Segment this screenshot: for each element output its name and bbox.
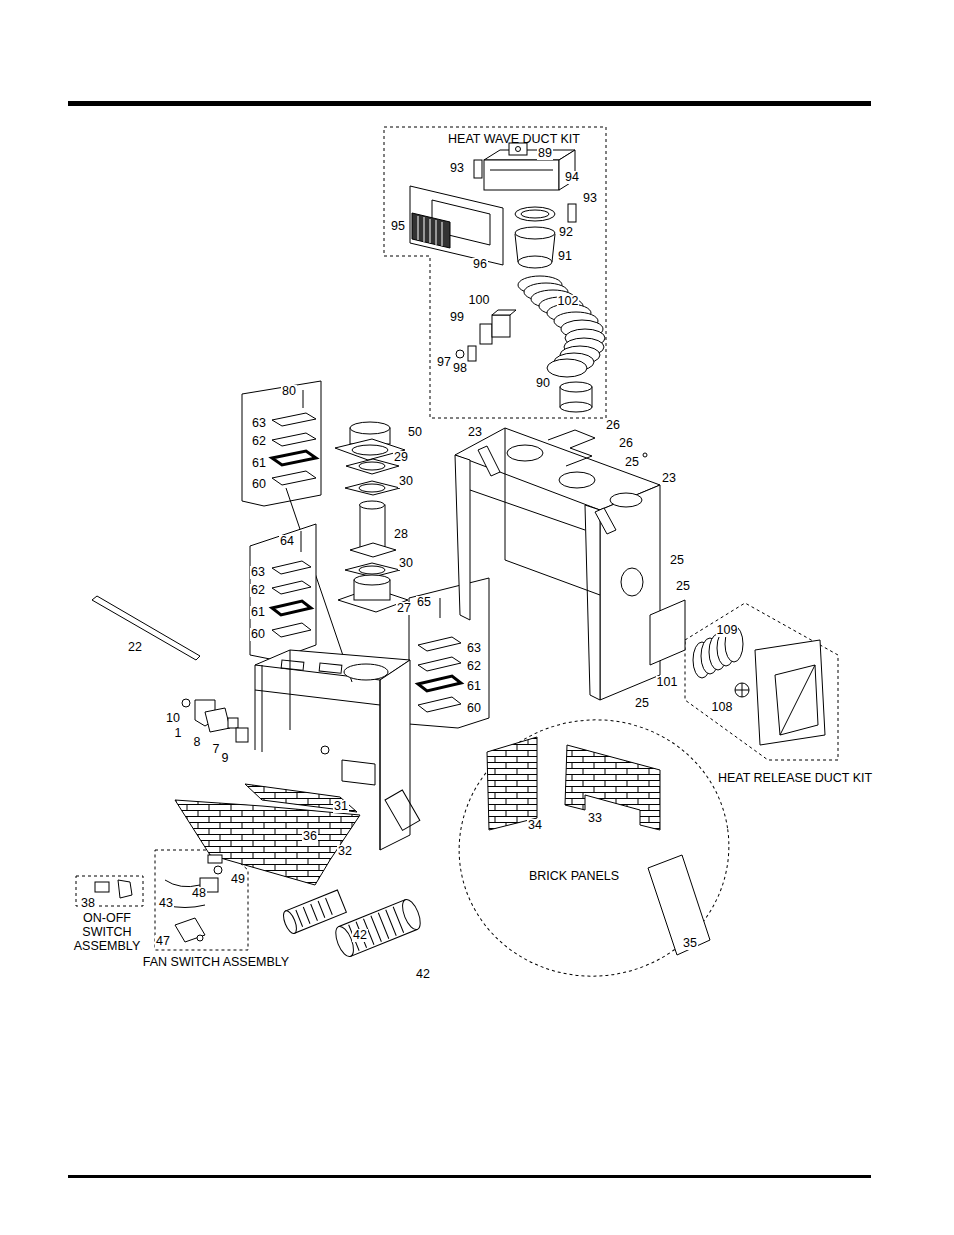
- callout-number: 25: [675, 580, 691, 593]
- callout-number: 23: [661, 472, 677, 485]
- callout-number: 26: [618, 437, 634, 450]
- callout-number: 100: [468, 294, 491, 307]
- callout-number: 48: [191, 887, 207, 900]
- callout-number: 63: [251, 417, 267, 430]
- callout-number: 61: [250, 606, 266, 619]
- callout-number: 98: [452, 362, 468, 375]
- group-heading: HEAT RELEASE DUCT KIT: [705, 771, 885, 785]
- callout-number: 25: [669, 554, 685, 567]
- callout-number: 22: [127, 641, 143, 654]
- callout-number: 64: [279, 535, 295, 548]
- callout-number: 28: [393, 528, 409, 541]
- callout-number: 50: [407, 426, 423, 439]
- callout-number: 60: [250, 628, 266, 641]
- callout-number: 99: [449, 311, 465, 324]
- callout-number: 109: [716, 624, 739, 637]
- callout-number: 43: [158, 897, 174, 910]
- callout-number: 30: [398, 475, 414, 488]
- callout-number: 32: [337, 845, 353, 858]
- callout-number: 36: [302, 830, 318, 843]
- callout-number: 61: [251, 457, 267, 470]
- group-outlines: [76, 127, 838, 994]
- callout-number: 90: [535, 377, 551, 390]
- part-group: HEAT RELEASE DUCT KIT: [685, 600, 870, 790]
- callout-number: 62: [466, 660, 482, 673]
- callout-number: 25: [634, 697, 650, 710]
- callout-number: 62: [251, 435, 267, 448]
- callout-number: 95: [390, 220, 406, 233]
- group-heading: FAN SWITCH ASSEMBLY: [134, 955, 299, 969]
- callout-number: 35: [682, 937, 698, 950]
- callout-number: 1: [174, 727, 183, 740]
- callout-number: 80: [281, 385, 297, 398]
- part-drawings: [92, 143, 825, 959]
- callout-number: 93: [582, 192, 598, 205]
- callout-number: 10: [165, 712, 181, 725]
- part-group: ON-OFF SWITCH ASSEMBLY: [70, 874, 145, 954]
- group-heading: BRICK PANELS: [504, 869, 644, 883]
- callout-number: 47: [155, 935, 171, 948]
- callout-number: 7: [212, 743, 221, 756]
- part-group: FAN SWITCH ASSEMBLY: [140, 850, 305, 970]
- group-heading: HEAT WAVE DUCT KIT: [414, 132, 614, 146]
- callout-number: 42: [415, 968, 431, 981]
- group-heading: ON-OFF SWITCH ASSEMBLY: [71, 911, 143, 953]
- callout-number: 8: [193, 736, 202, 749]
- callout-number: 60: [466, 702, 482, 715]
- callout-number: 30: [398, 557, 414, 570]
- callout-number: 91: [557, 250, 573, 263]
- callout-number: 42: [352, 929, 368, 942]
- callout-number: 49: [230, 873, 246, 886]
- callout-number: 94: [564, 171, 580, 184]
- page-rules: [68, 101, 871, 1178]
- callout-number: 93: [449, 162, 465, 175]
- callout-number: 38: [80, 897, 96, 910]
- callout-number: 31: [333, 800, 349, 813]
- callout-number: 63: [250, 566, 266, 579]
- callout-number: 89: [537, 147, 553, 160]
- callout-number: 65: [416, 596, 432, 609]
- callout-number: 60: [251, 478, 267, 491]
- callout-number: 102: [557, 295, 580, 308]
- callout-number: 96: [472, 258, 488, 271]
- callout-number: 33: [587, 812, 603, 825]
- callout-number: 9: [221, 752, 230, 765]
- callout-number: 27: [396, 602, 412, 615]
- callout-number: 63: [466, 642, 482, 655]
- callout-number: 92: [558, 226, 574, 239]
- callout-number: 34: [527, 819, 543, 832]
- callout-number: 97: [436, 356, 452, 369]
- callout-number: 62: [250, 584, 266, 597]
- callout-number: 26: [605, 419, 621, 432]
- callout-number: 25: [624, 456, 640, 469]
- callout-number: 61: [466, 680, 482, 693]
- callout-number: 108: [711, 701, 734, 714]
- callout-number: 23: [467, 426, 483, 439]
- callout-number: 101: [656, 676, 679, 689]
- callout-number: 29: [393, 451, 409, 464]
